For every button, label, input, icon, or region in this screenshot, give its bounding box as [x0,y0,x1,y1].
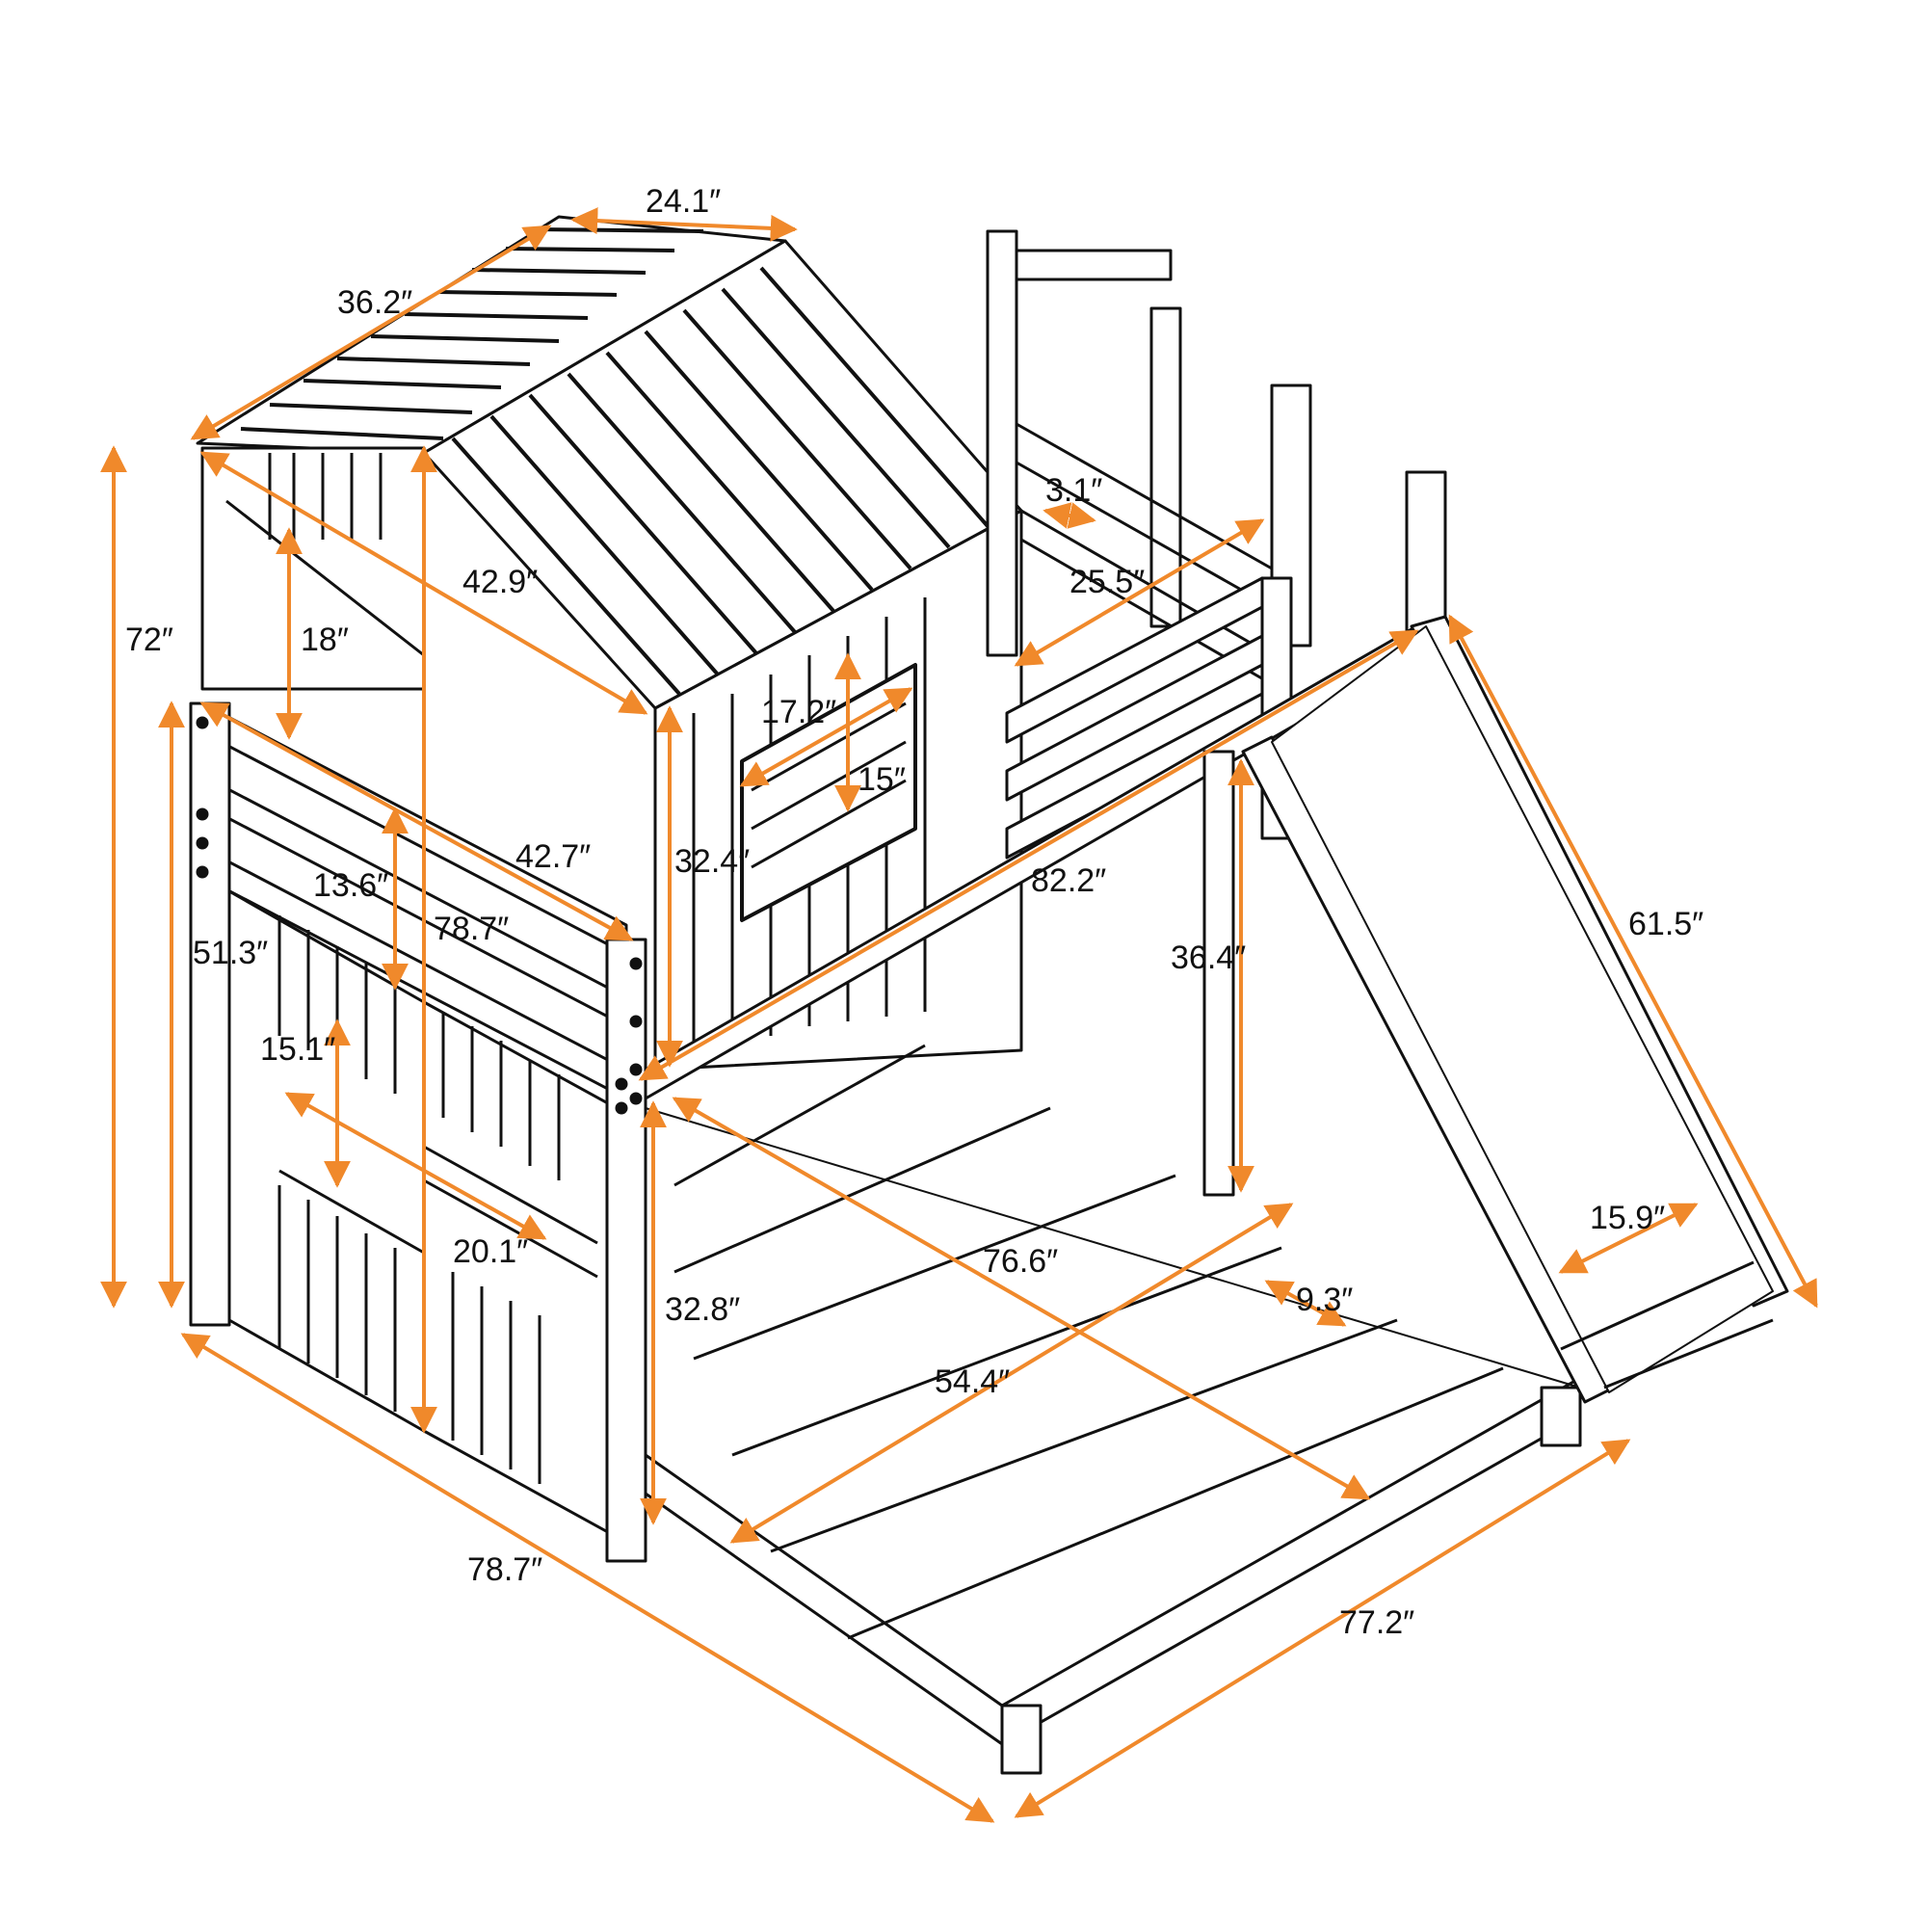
label-lower-post-height: 32.8″ [665,1291,740,1328]
dim-upper-bed-length [638,629,1419,1081]
label-lower-bed-width: 54.4″ [935,1363,1010,1400]
label-upper-platform-width: 25.5″ [1069,564,1145,600]
label-lower-window-height: 15.1″ [260,1031,335,1068]
dim-stair-step-depth [1043,502,1096,529]
label-slat-spacing: 9.3″ [1296,1282,1353,1318]
dim-overall-length [180,1333,995,1823]
dim-slide-width [1558,1203,1699,1274]
label-lower-bed-length: 76.6″ [983,1243,1058,1280]
left-corner-post [189,701,231,1327]
label-roof-depth: 36.2″ [337,284,412,321]
label-underbed-clearance: 36.4″ [1171,940,1246,976]
dimension-lines [100,207,1818,1823]
label-slide-width: 15.9″ [1590,1200,1665,1236]
dim-lower-window-width [284,1092,547,1240]
dimension-labels: 24.1″ 36.2″ 72″ 18″ 42.9″ 3.1″ 25.5″ 17.… [125,183,1703,1641]
label-post-height-upper: 32.4″ [674,843,750,880]
label-side-height: 51.3″ [193,935,268,971]
label-front-window-width: 17.2″ [761,694,836,730]
dim-roof-depth [190,225,552,440]
label-house-window-height: 18″ [301,622,349,658]
label-front-window-height: 15″ [858,761,906,798]
label-upper-bed-length: 82.2″ [1031,862,1106,899]
label-upper-side-length: 42.9″ [462,564,538,600]
dim-roof-top-width [570,207,798,242]
label-roof-top-width: 24.1″ [646,183,721,220]
label-upper-guardrail-height: 13.6″ [313,867,388,904]
dim-slide-length [1448,614,1818,1309]
dim-overall-width [1014,1439,1631,1818]
bed-line-art [189,215,1789,1775]
label-overall-width: 77.2″ [1339,1604,1414,1641]
middle-front-post [605,938,647,1563]
label-total-height: 72″ [125,622,173,658]
label-inner-height: 78.7″ [434,911,509,947]
label-stair-step-depth: 3.1″ [1045,472,1102,509]
lower-bed-frame [644,1044,1582,1775]
label-lower-window-width: 20.1″ [453,1233,528,1270]
label-overall-length: 78.7″ [467,1551,542,1588]
label-upper-guardrail-length: 42.7″ [515,838,591,875]
label-slide-length: 61.5″ [1628,906,1703,942]
